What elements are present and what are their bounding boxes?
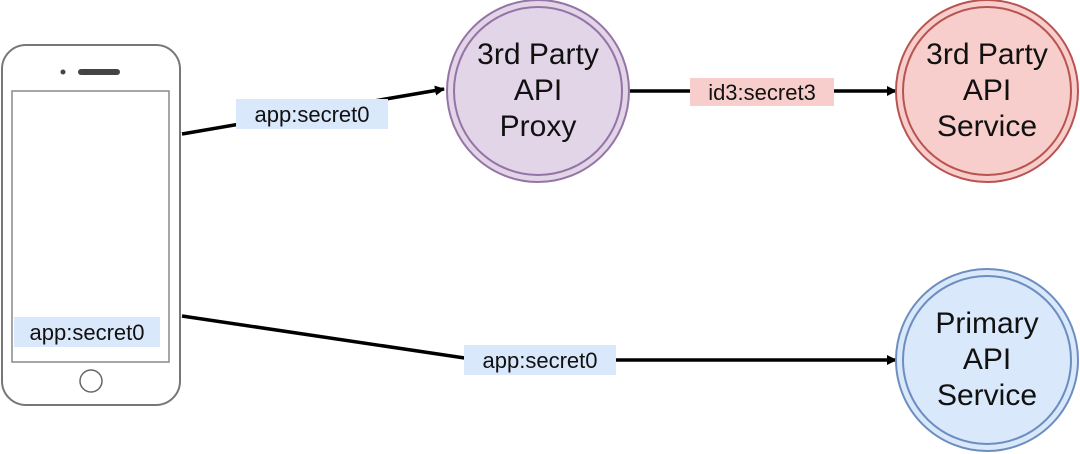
edge-proxy-to-third-party-label: id3:secret3 bbox=[708, 80, 816, 105]
node-third-party-line-3: Service bbox=[937, 110, 1037, 143]
edge-phone-to-primary: app:secret0 bbox=[181, 314, 897, 375]
edge-phone-to-proxy: app:secret0 bbox=[181, 85, 445, 136]
node-primary-outer-circle bbox=[896, 269, 1078, 451]
edge-phone-to-primary-label: app:secret0 bbox=[483, 348, 598, 373]
node-third-party-line-2: API bbox=[963, 74, 1011, 107]
node-primary-api-service: Primary API Service bbox=[895, 268, 1079, 452]
phone-device: app:secret0 bbox=[1, 44, 181, 406]
phone-screen-label: app:secret0 bbox=[30, 320, 145, 345]
node-third-party-line-1: 3rd Party bbox=[926, 38, 1048, 71]
edge-proxy-to-third-party-label-bg bbox=[690, 78, 834, 106]
node-primary-inner-circle bbox=[902, 275, 1072, 445]
node-proxy-line-1: 3rd Party bbox=[477, 38, 599, 71]
node-proxy-outer-circle bbox=[447, 0, 629, 182]
node-third-party-api-proxy: 3rd Party API Proxy bbox=[446, 0, 630, 183]
phone-screen-label-bg bbox=[14, 317, 160, 347]
edge-phone-to-proxy-label-bg bbox=[236, 99, 388, 129]
node-proxy-outer-stroke bbox=[446, 0, 630, 183]
edge-phone-to-proxy-label: app:secret0 bbox=[255, 102, 370, 127]
node-primary-line-1: Primary bbox=[935, 307, 1038, 340]
node-proxy-line-3: Proxy bbox=[500, 110, 577, 143]
phone-screen bbox=[11, 90, 170, 363]
phone-camera-icon bbox=[60, 69, 66, 75]
phone-home-button-icon bbox=[79, 369, 103, 393]
phone-speaker-icon bbox=[78, 69, 120, 75]
node-proxy-line-2: API bbox=[514, 74, 562, 107]
node-primary-line-3: Service bbox=[937, 379, 1037, 412]
node-third-party-inner-circle bbox=[902, 6, 1072, 176]
node-primary-outer-stroke bbox=[895, 268, 1079, 452]
node-proxy-inner-circle bbox=[453, 6, 623, 176]
node-third-party-api-service: 3rd Party API Service bbox=[895, 0, 1079, 183]
node-third-party-outer-circle bbox=[896, 0, 1078, 182]
node-third-party-outer-stroke bbox=[895, 0, 1079, 183]
node-primary-line-2: API bbox=[963, 343, 1011, 376]
edge-phone-to-primary-label-bg bbox=[464, 345, 616, 375]
edge-proxy-to-third-party: id3:secret3 bbox=[630, 78, 897, 106]
